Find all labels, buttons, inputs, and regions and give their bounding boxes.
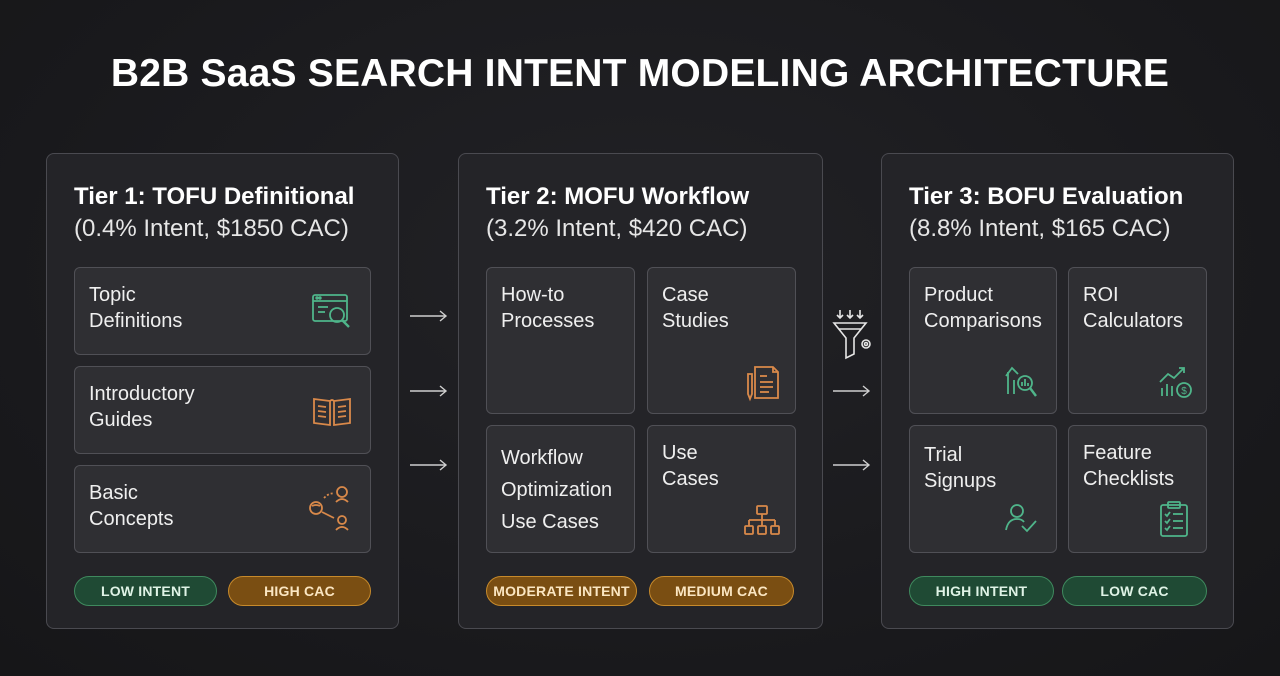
medium-cac-badge: MEDIUM CAC [649,576,794,606]
growth-dollar-icon: $ [1158,364,1194,405]
page-title: B2B SaaS SEARCH INTENT MODELING ARCHITEC… [110,52,1170,95]
tier-3-header: Tier 3: BOFU Evaluation (8.8% Intent, $1… [909,182,1183,246]
svg-text:$: $ [1181,386,1187,397]
tier-2-subtitle: (3.2% Intent, $420 CAC) [486,215,748,242]
arrow-right-icon [409,309,449,328]
tier-1-header: Tier 1: TOFU Definitional (0.4% Intent, … [74,182,354,246]
high-intent-badge: HIGH INTENT [909,576,1054,606]
moderate-intent-badge: MODERATE INTENT [486,576,637,606]
arrow-right-icon [409,384,449,403]
card-product-comparisons: Product Comparisons [909,267,1057,414]
card-feature-checklists: Feature Checklists [1068,425,1207,553]
card-label: Topic Definitions [89,284,183,332]
arrow-right-icon [409,458,449,477]
card-label: Trial Signups [924,444,997,492]
search-browser-icon [310,290,354,339]
tier-2-header: Tier 2: MOFU Workflow (3.2% Intent, $420… [486,182,749,246]
high-cac-badge: HIGH CAC [228,576,371,606]
low-cac-badge: LOW CAC [1062,576,1207,606]
open-book-icon [310,391,354,436]
funnel-gear-icon [830,308,876,367]
card-workflow-optimization: Workflow Optimization Use Cases [486,425,635,553]
card-basic-concepts: Basic Concepts [74,465,371,553]
card-roi-calculators: ROI Calculators $ [1068,267,1207,414]
user-check-icon [1004,502,1038,539]
card-label: Case Studies [662,284,729,332]
arrow-right-icon [832,458,872,477]
tier-3-title: Tier 3: BOFU Evaluation [909,183,1184,210]
tier-2-panel: Tier 2: MOFU Workflow (3.2% Intent, $420… [458,153,823,629]
card-case-studies: Case Studies [647,267,796,414]
tier-3-panel: Tier 3: BOFU Evaluation (8.8% Intent, $1… [881,153,1234,629]
card-use-cases: Use Cases [647,425,796,553]
tier-1-subtitle: (0.4% Intent, $1850 CAC) [74,215,349,242]
people-network-icon [306,484,354,537]
card-label: Product Comparisons [924,284,1042,332]
clipboard-checklist-icon [1158,500,1190,543]
card-trial-signups: Trial Signups [909,425,1057,553]
card-label: Introductory Guides [89,383,195,431]
card-label: Use Cases [662,442,719,490]
card-introductory-guides: Introductory Guides [74,366,371,454]
tier-2-title: Tier 2: MOFU Workflow [486,183,750,210]
low-intent-badge: LOW INTENT [74,576,217,606]
card-label: How-to Processes [501,284,595,332]
document-pen-icon [745,364,781,407]
card-how-to-processes: How-to Processes [486,267,635,414]
card-label: Basic Concepts [89,482,174,530]
card-label: Workflow Optimization Use Cases [501,447,613,533]
chart-magnifier-icon [1004,364,1038,405]
hierarchy-icon [743,504,781,543]
tier-1-title: Tier 1: TOFU Definitional [74,183,355,210]
tier-3-subtitle: (8.8% Intent, $165 CAC) [909,215,1171,242]
card-label: Feature Checklists [1083,442,1175,490]
tier-1-panel: Tier 1: TOFU Definitional (0.4% Intent, … [46,153,399,629]
arrow-right-icon [832,384,872,403]
card-label: ROI Calculators [1083,284,1184,332]
card-topic-definitions: Topic Definitions [74,267,371,355]
